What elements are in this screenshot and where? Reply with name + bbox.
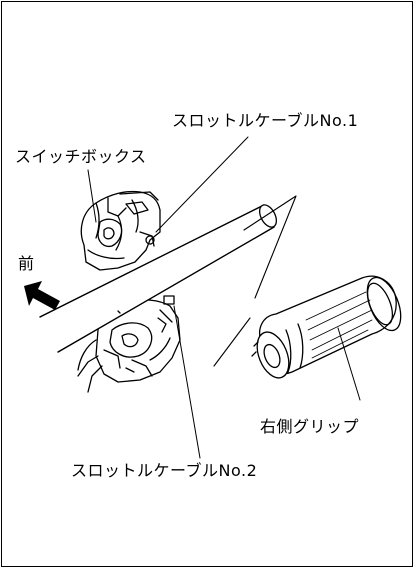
label-throttle-cable-2: スロットルケーブルNo.2 <box>71 461 258 480</box>
label-switch-box: スイッチボックス <box>15 147 147 166</box>
label-front: 前 <box>18 254 35 273</box>
handlebar <box>39 204 278 353</box>
leader-lines <box>87 136 361 459</box>
grip-knurl <box>305 291 373 359</box>
label-throttle-cable-1: スロットルケーブルNo.1 <box>172 111 359 130</box>
front-arrow-icon <box>24 281 60 310</box>
switch-box <box>80 190 161 271</box>
alignment-guides <box>213 195 297 367</box>
right-grip <box>251 275 402 379</box>
label-right-grip: 右側グリップ <box>260 417 360 436</box>
